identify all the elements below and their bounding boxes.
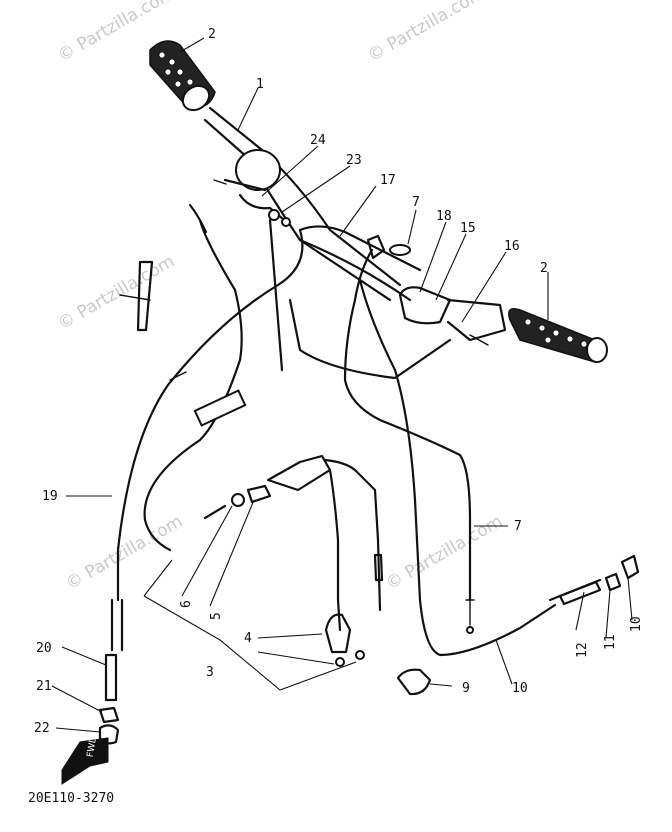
fwd-arrow-icon: FWD (61, 736, 109, 785)
cable-19 (116, 228, 304, 602)
callouts: 2 1 2 24 23 17 7 18 15 16 19 7 20 21 22 … (34, 27, 644, 736)
callout-15: 15 (460, 221, 476, 236)
callout-1: 1 (256, 77, 264, 92)
callout-22: 22 (34, 721, 50, 736)
callout-4: 4 (244, 631, 252, 646)
callout-24: 24 (310, 133, 326, 148)
right-grip (508, 308, 608, 363)
clutch-lever-bracket (213, 178, 292, 227)
watermark-5: © Partzilla.com (383, 511, 507, 594)
clip-8 (389, 244, 411, 256)
callout-7: 7 (514, 519, 522, 534)
adjuster-parts (548, 554, 640, 606)
callout-20: 20 (36, 641, 52, 656)
adjuster-20-22 (98, 653, 120, 745)
handlebar (203, 106, 452, 380)
clip-9 (396, 668, 432, 696)
callout-9: 9 (462, 681, 470, 696)
throttle-housing (398, 286, 507, 346)
left-grip (149, 40, 216, 112)
callout-3: 3 (206, 665, 214, 680)
cable-10 (358, 278, 557, 657)
watermark-3: © Partzilla.com (55, 251, 179, 334)
watermarks: © Partzilla.com © Partzilla.com © Partzi… (55, 0, 507, 594)
callout-12: 11 (603, 634, 618, 650)
callout-18: 18 (436, 209, 452, 224)
drawing-code: 20E110-3270 (28, 791, 114, 806)
fwd-label: FWD (86, 736, 100, 758)
leader-lines (51, 37, 633, 733)
cable-3-4 (266, 454, 384, 667)
callout-17: 17 (380, 173, 396, 188)
callout-8: 7 (412, 195, 420, 210)
watermark-2: © Partzilla.com (365, 0, 489, 66)
callout-5: 5 (209, 612, 224, 620)
callout-16: 16 (504, 239, 520, 254)
callout-2: 2 (208, 27, 216, 42)
callout-19: 19 (42, 489, 58, 504)
callout-11: 10 (629, 616, 644, 632)
callout-13: 12 (575, 642, 590, 658)
watermark-4: © Partzilla.com (63, 511, 187, 594)
hose-clamp (136, 260, 154, 332)
callout-2: 2 (540, 261, 548, 276)
callout-23: 23 (346, 153, 362, 168)
callout-21: 21 (36, 679, 52, 694)
cable-7-10 (343, 248, 472, 602)
callout-10: 10 (512, 681, 528, 696)
bar-clamp-left (235, 149, 281, 191)
callout-6: 6 (179, 600, 194, 608)
